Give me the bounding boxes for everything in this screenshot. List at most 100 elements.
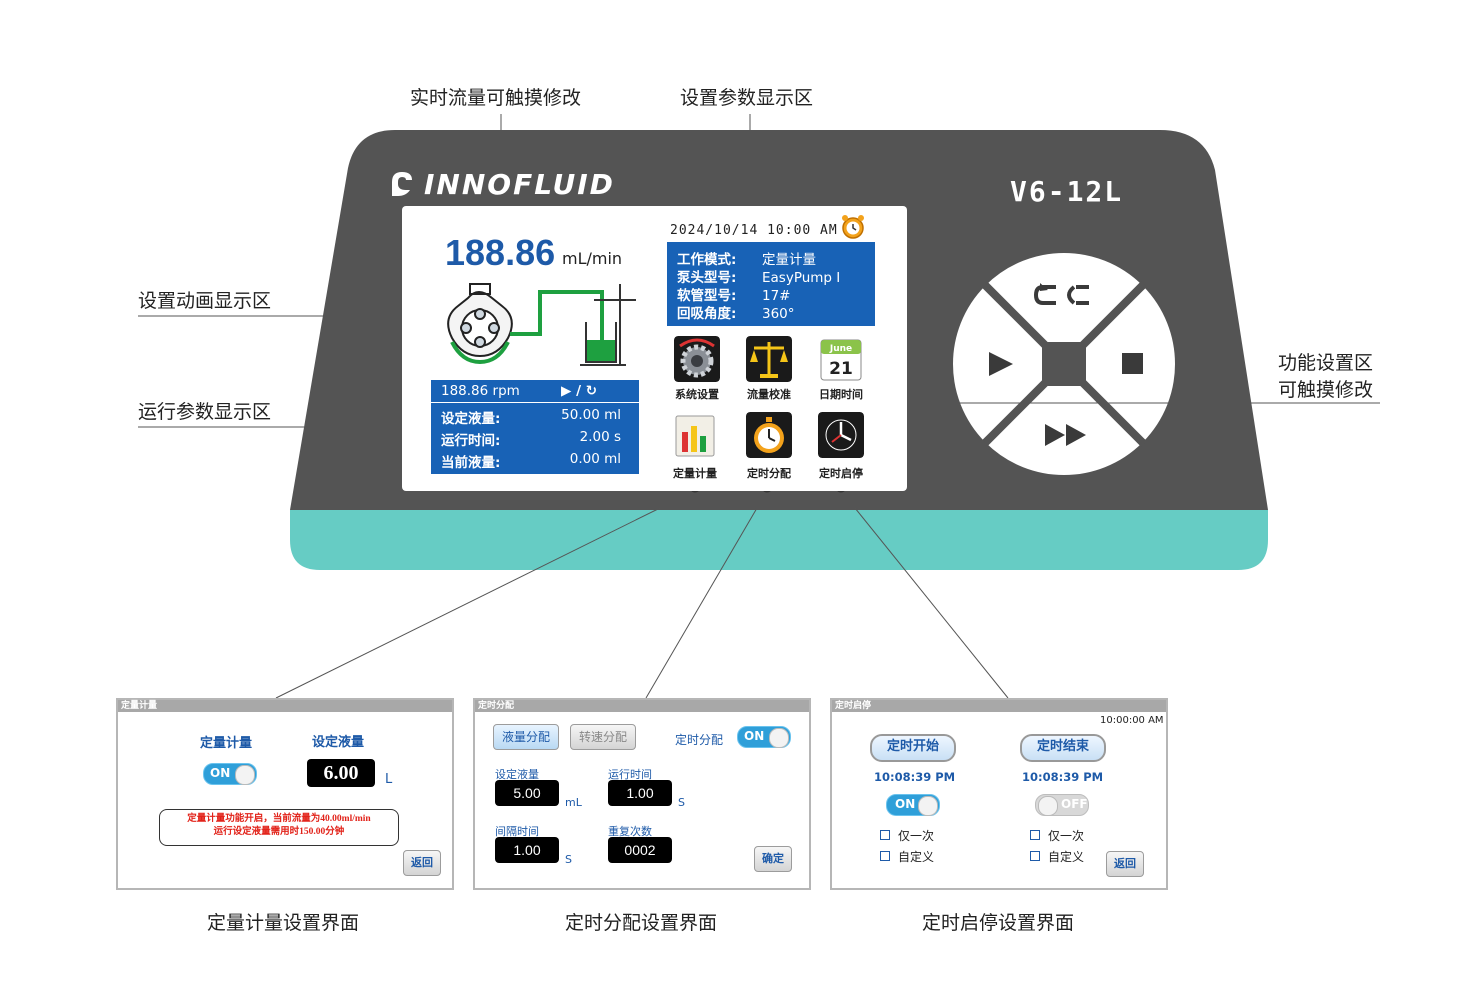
callout-func-area: 功能设置区	[1278, 352, 1374, 374]
end-toggle[interactable]: OFF	[1035, 794, 1089, 816]
label-metering: 定量计量	[200, 736, 253, 751]
end-time-button[interactable]: 定时结束	[1020, 734, 1106, 762]
func-label-timed-startstop: 定时启停	[819, 467, 863, 480]
sub-screen-metering: 定量计量 定量计量 设定液量 ON 6.00 L 定量计量功能开启，当前流量为4…	[116, 698, 454, 890]
pump-animation	[447, 283, 636, 366]
callout-realtime-flow: 实时流量可触摸修改	[410, 87, 582, 109]
info-row: 软管型号: 17#	[677, 284, 791, 304]
datetime: 2024/10/14 10:00 AM	[670, 223, 838, 238]
sub-title: 定量计量	[118, 700, 452, 712]
model-name: V6-12L	[1010, 175, 1124, 208]
back-button[interactable]: 返回	[1106, 851, 1144, 877]
volume-input[interactable]: 6.00	[307, 759, 375, 787]
start-time-value[interactable]: 10:08:39 PM	[874, 770, 956, 784]
checkbox-label: 仅一次	[898, 829, 935, 843]
toggle-text: OFF	[1061, 797, 1088, 811]
run-key: 当前液量:	[441, 455, 501, 471]
keypad	[951, 251, 1177, 477]
checkbox-icon	[1030, 851, 1040, 861]
end-time-value[interactable]: 10:08:39 PM	[1022, 770, 1104, 784]
interval-label: 间隔时间	[495, 825, 539, 838]
checkbox-icon	[880, 830, 890, 840]
end-once-checkbox[interactable]: 仅一次	[1030, 827, 1084, 844]
start-toggle[interactable]: ON	[886, 794, 940, 816]
calendar-icon[interactable]: June 21	[818, 336, 864, 382]
run-direction: ▶ / ↻	[561, 383, 598, 399]
checkbox-icon	[880, 851, 890, 861]
toggle-knob	[235, 765, 255, 785]
clock-icon[interactable]	[818, 412, 864, 458]
set-volume-input[interactable]: 5.00	[495, 780, 559, 806]
interval-input[interactable]: 1.00	[495, 837, 559, 863]
gear-icon[interactable]	[674, 336, 720, 382]
toggle-knob	[769, 728, 789, 748]
start-once-checkbox[interactable]: 仅一次	[880, 827, 934, 844]
run-value: 2.00 s	[579, 429, 621, 445]
info-key: 泵头型号:	[677, 270, 737, 286]
info-row: 泵头型号:EasyPump I	[677, 266, 840, 286]
metering-toggle[interactable]: ON	[203, 763, 257, 785]
info-key: 回吸角度:	[677, 306, 737, 322]
run-time-input[interactable]: 1.00	[608, 780, 672, 806]
repeat-label: 重复次数	[608, 825, 652, 838]
reverse-arrow-icon	[1040, 283, 1048, 291]
tube-line	[510, 290, 604, 346]
balance-scale-icon[interactable]	[746, 336, 792, 382]
confirm-button[interactable]: 确定	[754, 846, 792, 872]
stop-icon[interactable]	[1122, 353, 1143, 374]
brand-logo: INNOFLUID	[388, 168, 615, 201]
run-value: 0.00 ml	[569, 451, 621, 467]
stopwatch-icon[interactable]	[746, 412, 792, 458]
run-row: 当前液量: 0.00 ml	[441, 451, 631, 471]
func-label-calibration: 流量校准	[747, 388, 791, 401]
start-time-button[interactable]: 定时开始	[870, 734, 956, 762]
clock-readout: 10:00:00 AM	[1100, 715, 1164, 726]
callout-animation: 设置动画显示区	[138, 290, 272, 312]
run-row: 设定液量:50.00 ml	[441, 407, 631, 427]
checkbox-label: 自定义	[1048, 850, 1085, 864]
sub-title: 定时启停	[832, 700, 1166, 712]
caption-metering: 定量计量设置界面	[207, 912, 360, 934]
run-key: 运行时间:	[441, 433, 501, 449]
interval-unit: S	[565, 853, 572, 866]
back-button[interactable]: 返回	[403, 850, 441, 876]
tab-liquid[interactable]: 液量分配	[493, 724, 559, 750]
info-value: 定量计量	[762, 252, 816, 268]
tab-speed[interactable]: 转速分配	[570, 724, 636, 750]
pump-head-icon	[447, 283, 513, 365]
sub-screen-startstop: 定时启停 10:00:00 AM 定时开始 定时结束 10:08:39 PM 1…	[830, 698, 1168, 890]
callout-func-area-2: 可触摸修改	[1278, 379, 1374, 401]
info-value: 17#	[762, 288, 791, 304]
end-custom-checkbox[interactable]: 自定义	[1030, 848, 1084, 865]
play-icon[interactable]	[989, 352, 1013, 376]
checkbox-icon	[1030, 830, 1040, 840]
callout-param-display: 设置参数显示区	[680, 87, 814, 109]
callout-run-params: 运行参数显示区	[138, 401, 272, 423]
func-label-system: 系统设置	[675, 388, 719, 401]
param-info-panel: 工作模式:定量计量 泵头型号:EasyPump I 软管型号: 17# 回吸角度:…	[667, 242, 875, 326]
set-volume-unit: mL	[565, 796, 582, 809]
alarm-clock-icon[interactable]	[840, 214, 866, 240]
func-label-timed-dist: 定时分配	[747, 467, 791, 480]
flow-value[interactable]: 188.86	[445, 232, 556, 273]
toggle-knob	[1038, 796, 1058, 816]
run-value: 50.00 ml	[561, 407, 621, 423]
fast-forward-icon[interactable]	[1045, 424, 1086, 446]
info-key: 软管型号:	[677, 288, 737, 304]
run-time-label: 运行时间	[608, 768, 652, 781]
checkbox-label: 仅一次	[1048, 829, 1085, 843]
start-custom-checkbox[interactable]: 自定义	[880, 848, 934, 865]
run-param-panel: 188.86 rpm ▶ / ↻ 设定液量:50.00 ml 运行时间:2.00…	[431, 380, 639, 474]
caption-timed-dist: 定时分配设置界面	[565, 912, 718, 934]
toggle-text: ON	[895, 797, 916, 811]
func-label-metering: 定量计量	[673, 467, 717, 480]
brand-mark-icon	[392, 172, 412, 196]
func-label-datetime: 日期时间	[819, 388, 863, 401]
metering-notice: 定量计量功能开启，当前流量为40.00ml/min 运行设定液量需用时150.0…	[159, 809, 399, 846]
info-value: 360°	[762, 306, 795, 322]
beaker-chart-icon[interactable]	[672, 412, 718, 458]
notice-line-2: 运行设定液量需用时150.00分钟	[213, 827, 345, 837]
repeat-input[interactable]: 0002	[608, 837, 672, 863]
timed-toggle[interactable]: ON	[737, 726, 791, 748]
info-row: 工作模式:定量计量	[677, 248, 816, 268]
